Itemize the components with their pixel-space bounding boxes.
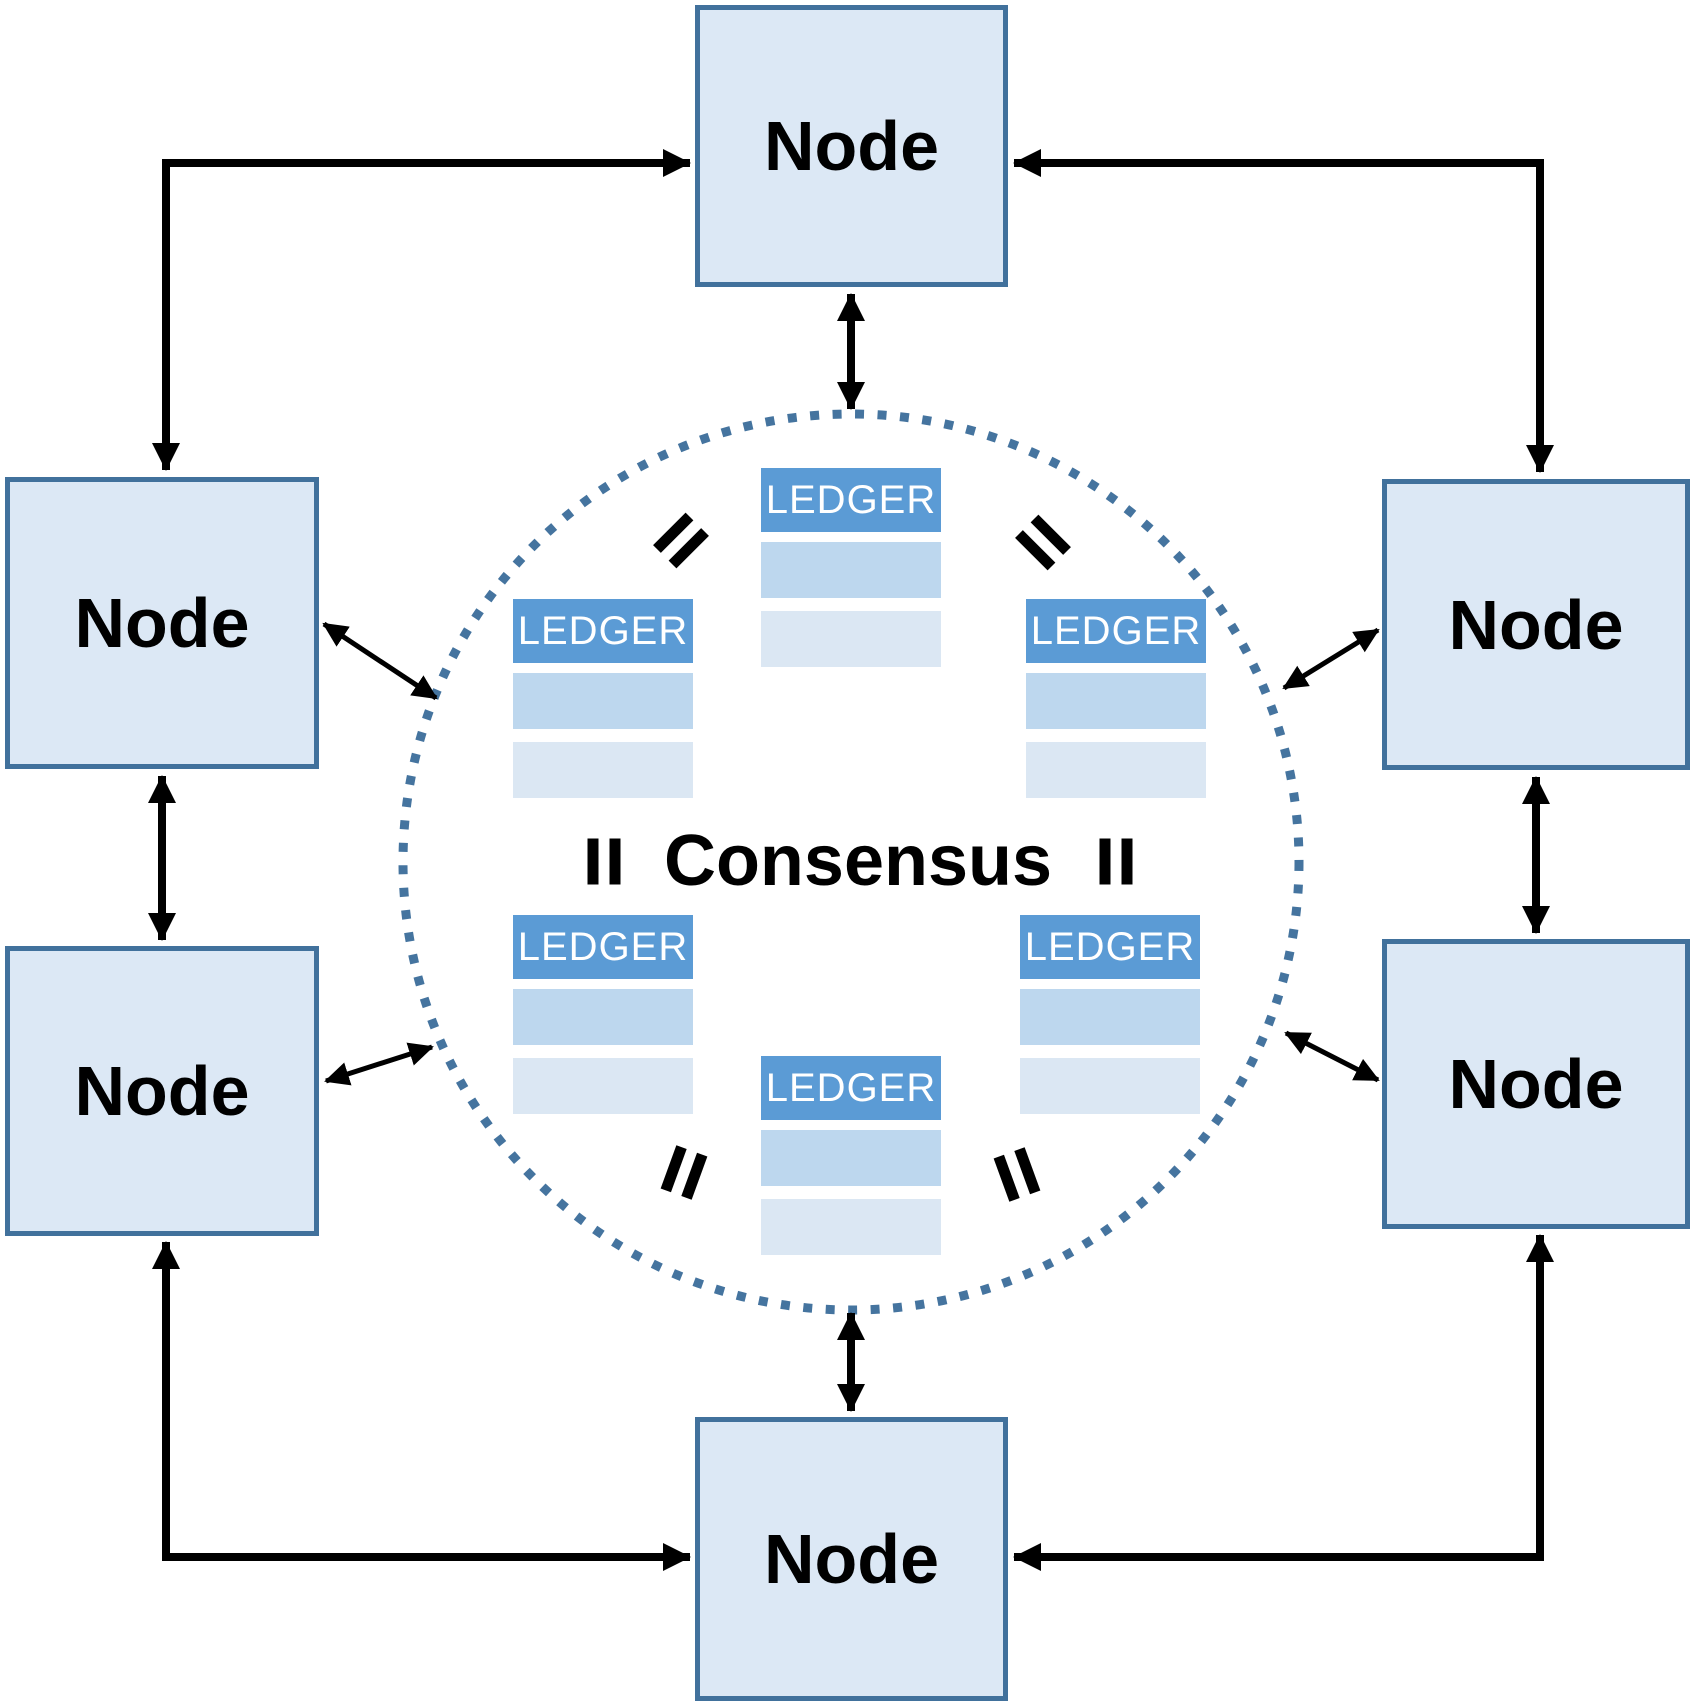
ledger-header: LEDGER <box>513 599 693 663</box>
arrow-bottom-left-l <box>152 1241 691 1571</box>
consensus-circle-border <box>398 409 1304 1315</box>
arrow-diag-left-upper <box>322 621 438 701</box>
ledger-row <box>513 989 693 1045</box>
ledger-block-lower-left: LEDGER <box>513 915 693 1114</box>
equals-icon <box>587 838 621 885</box>
ledger-header: LEDGER <box>1026 599 1206 663</box>
arrow-top-right-l <box>1013 149 1554 473</box>
ledger-block-bottom-center: LEDGER <box>761 1056 941 1255</box>
ledger-row <box>1026 742 1206 798</box>
node-label: Node <box>764 107 939 185</box>
ledger-header: LEDGER <box>513 915 693 979</box>
consensus-label: Consensus <box>663 821 1053 901</box>
ledger-row <box>513 1058 693 1114</box>
arrow-top-left-l <box>152 149 691 471</box>
node-box-right-lower: Node <box>1382 939 1690 1229</box>
arrow-diag-right-lower <box>1284 1030 1380 1083</box>
ledger-row <box>513 673 693 729</box>
ledger-block-top-center: LEDGER <box>761 468 941 667</box>
equals-icon <box>1099 838 1133 885</box>
ledger-header: LEDGER <box>1020 915 1200 979</box>
node-label: Node <box>74 1052 250 1130</box>
ledger-row <box>761 542 941 598</box>
node-box-right-upper: Node <box>1382 479 1690 770</box>
ledger-row <box>761 1199 941 1255</box>
node-box-top: Node <box>695 5 1008 287</box>
node-box-left-upper: Node <box>5 477 319 769</box>
ledger-header: LEDGER <box>761 468 941 532</box>
arrow-diag-left-lower <box>324 1042 434 1086</box>
ledger-row <box>761 1130 941 1186</box>
node-box-bottom: Node <box>695 1417 1008 1701</box>
node-label: Node <box>1448 585 1624 664</box>
node-label: Node <box>1448 1045 1624 1123</box>
ledger-block-upper-left: LEDGER <box>513 599 693 798</box>
ledger-block-lower-right: LEDGER <box>1020 915 1200 1114</box>
ledger-row <box>1020 1058 1200 1114</box>
arrow-diag-right-upper <box>1282 627 1380 691</box>
ledger-row <box>761 611 941 667</box>
node-label: Node <box>764 1520 939 1598</box>
ledger-row <box>1020 989 1200 1045</box>
ledger-header: LEDGER <box>761 1056 941 1120</box>
node-label: Node <box>74 584 250 662</box>
ledger-row <box>513 742 693 798</box>
arrow-bottom-right-l <box>1013 1234 1554 1571</box>
ledger-row <box>1026 673 1206 729</box>
node-box-left-lower: Node <box>5 946 319 1236</box>
ledger-block-upper-right: LEDGER <box>1026 599 1206 798</box>
